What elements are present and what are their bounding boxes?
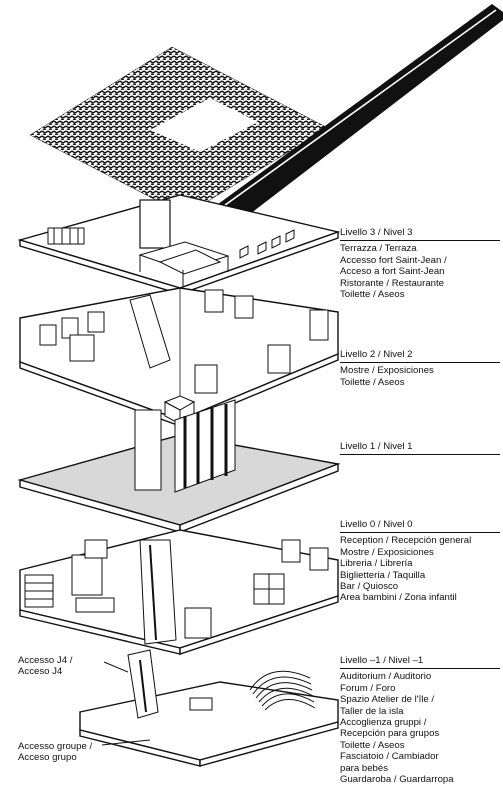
- level-0-item: Biglietteria / Taquilla: [340, 569, 426, 581]
- level-2-title: Livello 2 / Nivel 2: [340, 349, 500, 364]
- level-3-info: Livello 3 / Nivel 3 Terrazza / Terraza A…: [340, 227, 500, 300]
- level-minus-1-info: Livello –1 / Nivel –1 Auditorium / Audit…: [340, 655, 500, 785]
- level-1-info: Livello 1 / Nivel 1: [340, 441, 500, 457]
- level-minus-1-item: Toilette / Aseos: [340, 739, 405, 751]
- level-3-item: Toilette / Aseos: [340, 289, 405, 301]
- level-minus-1-plate: [79, 649, 339, 767]
- level-minus-1-item: Spazio Atelier de l'île /: [340, 694, 435, 706]
- level-3-item: Ristorante / Restaurante: [340, 277, 444, 289]
- level-minus-1-item: Guardaroba / Guardarropa: [340, 774, 454, 786]
- level-0-info: Livello 0 / Nivel 0 Reception / Recepció…: [340, 519, 500, 604]
- level-0-item: Mostre / Exposiciones: [340, 546, 434, 558]
- roof-vegetation: [29, 46, 329, 216]
- level-2-info: Livello 2 / Nivel 2 Mostre / Exposicione…: [340, 349, 500, 388]
- level-minus-1-item: Forum / Foro: [340, 682, 396, 694]
- level-minus-1-item: Taller de la isla: [340, 705, 404, 717]
- level-0-item: Libreria / Librería: [340, 558, 413, 570]
- restaurant-tables: [47, 227, 230, 286]
- level-minus-1-item: Recepción para grupos: [340, 728, 440, 740]
- level-0-item: Reception / Recepción general: [340, 535, 472, 547]
- terrace-chairs: [239, 229, 295, 259]
- group-access-label: Accesso groupe / Acceso grupo: [18, 741, 93, 764]
- level-0-plate: [19, 529, 339, 655]
- level-1-plate: [17, 399, 341, 534]
- level-minus-1-item: Accoglienza gruppi /: [340, 717, 427, 729]
- level-minus-1-item: Auditorium / Auditorio: [340, 671, 432, 683]
- level-minus-1-item: Fasciatoio / Cambiador: [340, 751, 439, 763]
- auditorium-seating: [249, 670, 316, 711]
- access-j4-label: Accesso J4 / Acceso J4: [18, 655, 73, 678]
- level-1-title: Livello 1 / Nivel 1: [340, 441, 500, 456]
- level-0-item: Area bambini / Zona infantil: [340, 592, 457, 604]
- level-2-plate: [19, 287, 339, 428]
- leader-lines: [101, 661, 151, 746]
- escalator-shaft: [134, 399, 236, 493]
- level-3-item: Accesso fort Saint-Jean /: [340, 254, 447, 266]
- level-0-item: Bar / Quiosco: [340, 581, 399, 593]
- level-minus-1-title: Livello –1 / Nivel –1: [340, 655, 500, 670]
- level-3-item: Acceso a fort Saint-Jean: [340, 266, 445, 278]
- level-minus-1-item: para bebés: [340, 762, 389, 774]
- level-3-item: Terrazza / Terraza: [340, 243, 417, 255]
- level-3-title: Livello 3 / Nivel 3: [340, 227, 500, 242]
- footbridge: [188, 4, 503, 234]
- level-0-title: Livello 0 / Nivel 0: [340, 519, 500, 534]
- level-2-item: Toilette / Aseos: [340, 376, 405, 388]
- level-2-item: Mostre / Exposiciones: [340, 365, 434, 377]
- level-3-plate: [17, 194, 341, 295]
